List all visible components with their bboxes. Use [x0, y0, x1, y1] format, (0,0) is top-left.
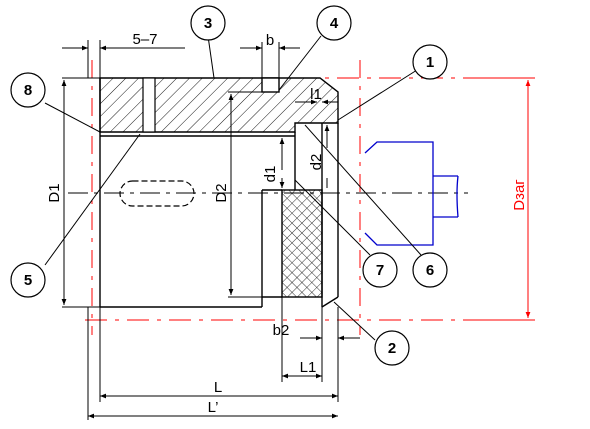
callout-4: 4 — [316, 5, 352, 41]
leaders — [44, 35, 422, 341]
dim-b: b — [266, 32, 274, 49]
dim-Dzag: Dзаг — [511, 179, 528, 211]
callout-2-label: 2 — [388, 340, 396, 357]
dim-L: L — [214, 379, 222, 396]
dim-b2: b2 — [273, 322, 290, 339]
callout-4-label: 4 — [330, 15, 339, 32]
dim-D2: D2 — [213, 183, 230, 202]
callout-1: 1 — [412, 44, 448, 80]
callout-7: 7 — [362, 252, 398, 288]
workpiece — [364, 141, 459, 246]
callout-6: 6 — [412, 252, 448, 288]
part-body — [99, 77, 339, 308]
callout-6-label: 6 — [426, 262, 434, 279]
callout-8: 8 — [10, 72, 46, 108]
callout-1-label: 1 — [426, 54, 434, 71]
callout-3-label: 3 — [204, 15, 212, 32]
dim-D1: D1 — [46, 183, 63, 202]
callout-5-label: 5 — [24, 272, 32, 289]
callout-3: 3 — [190, 5, 226, 41]
callout-5: 5 — [10, 262, 46, 298]
dimensions — [61, 40, 360, 420]
dim-d1: d1 — [262, 166, 279, 183]
dim-l1-top: l1 — [310, 86, 322, 103]
dim-L1: L1 — [300, 359, 317, 376]
dim-d2: d2 — [308, 154, 325, 171]
callout-7-label: 7 — [376, 262, 384, 279]
dim-5-7: 5–7 — [132, 31, 157, 48]
callout-2: 2 — [374, 330, 410, 366]
dim-Lprime: L’ — [208, 399, 219, 416]
callout-8-label: 8 — [24, 82, 32, 99]
